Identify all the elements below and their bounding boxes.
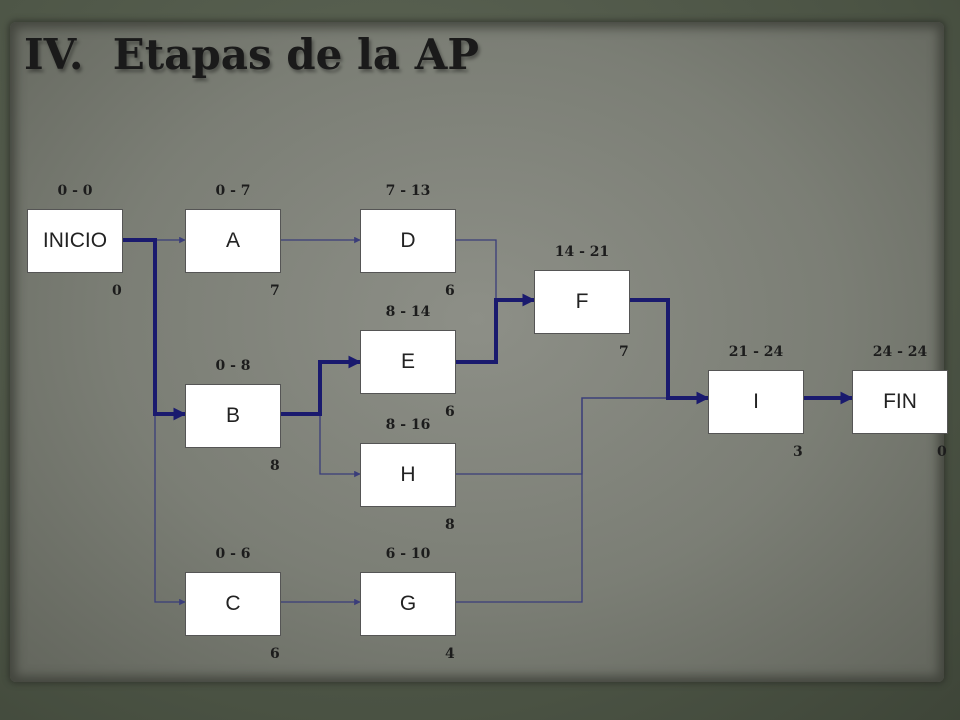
edge-inicio-b-critical bbox=[123, 238, 187, 421]
node-duration-label: 8 bbox=[270, 458, 280, 474]
edge-inicio-c bbox=[154, 240, 186, 606]
node-duration-label: 8 bbox=[445, 517, 455, 533]
node-a: A bbox=[185, 209, 281, 273]
node-b: B bbox=[185, 384, 281, 448]
node-times-label: 14 - 21 bbox=[554, 244, 610, 260]
node-g: G bbox=[360, 572, 456, 636]
node-inicio: INICIO bbox=[27, 209, 123, 273]
node-label: G bbox=[399, 592, 417, 615]
node-label: F bbox=[575, 290, 589, 313]
node-label: E bbox=[400, 350, 415, 373]
edge-b-h bbox=[319, 414, 361, 478]
node-label: H bbox=[400, 463, 416, 486]
node-times-label: 21 - 24 bbox=[728, 344, 784, 360]
node-f: F bbox=[534, 270, 630, 334]
node-label: B bbox=[225, 404, 240, 427]
edge-f-i-critical bbox=[630, 298, 710, 405]
node-duration-label: 0 bbox=[112, 283, 122, 299]
node-times-label: 6 - 10 bbox=[385, 546, 431, 562]
node-times-label: 0 - 7 bbox=[215, 183, 251, 199]
node-times-label: 8 - 14 bbox=[385, 304, 431, 320]
page-title: IV. Etapas de la AP bbox=[24, 30, 479, 79]
edge-e-f-critical bbox=[456, 293, 536, 364]
node-label: INICIO bbox=[42, 229, 108, 252]
node-duration-label: 6 bbox=[445, 404, 455, 420]
node-times-label: 8 - 16 bbox=[385, 417, 431, 433]
node-label: C bbox=[225, 592, 241, 615]
node-c: C bbox=[185, 572, 281, 636]
node-duration-label: 7 bbox=[270, 283, 280, 299]
node-i: I bbox=[708, 370, 804, 434]
node-label: FIN bbox=[883, 390, 917, 413]
node-h: H bbox=[360, 443, 456, 507]
node-duration-label: 4 bbox=[445, 646, 455, 662]
node-d: D bbox=[360, 209, 456, 273]
node-duration-label: 0 bbox=[937, 444, 947, 460]
node-times-label: 24 - 24 bbox=[872, 344, 928, 360]
edge-b-e-critical bbox=[281, 355, 362, 416]
node-duration-label: 7 bbox=[619, 344, 629, 360]
slide-panel bbox=[10, 22, 944, 682]
node-times-label: 0 - 0 bbox=[57, 183, 93, 199]
node-times-label: 0 - 6 bbox=[215, 546, 251, 562]
edge-d-f bbox=[456, 239, 535, 304]
node-times-label: 7 - 13 bbox=[385, 183, 431, 199]
node-label: D bbox=[400, 229, 416, 252]
node-duration-label: 6 bbox=[270, 646, 280, 662]
node-duration-label: 6 bbox=[445, 283, 455, 299]
node-label: A bbox=[225, 229, 240, 252]
title-text: Etapas de la AP bbox=[112, 30, 479, 79]
edge-g-i bbox=[456, 394, 709, 603]
node-label: I bbox=[753, 390, 759, 413]
title-number: IV. bbox=[24, 30, 84, 79]
node-e: E bbox=[360, 330, 456, 394]
node-fin: FIN bbox=[852, 370, 948, 434]
node-times-label: 0 - 8 bbox=[215, 358, 251, 374]
node-duration-label: 3 bbox=[793, 444, 803, 460]
